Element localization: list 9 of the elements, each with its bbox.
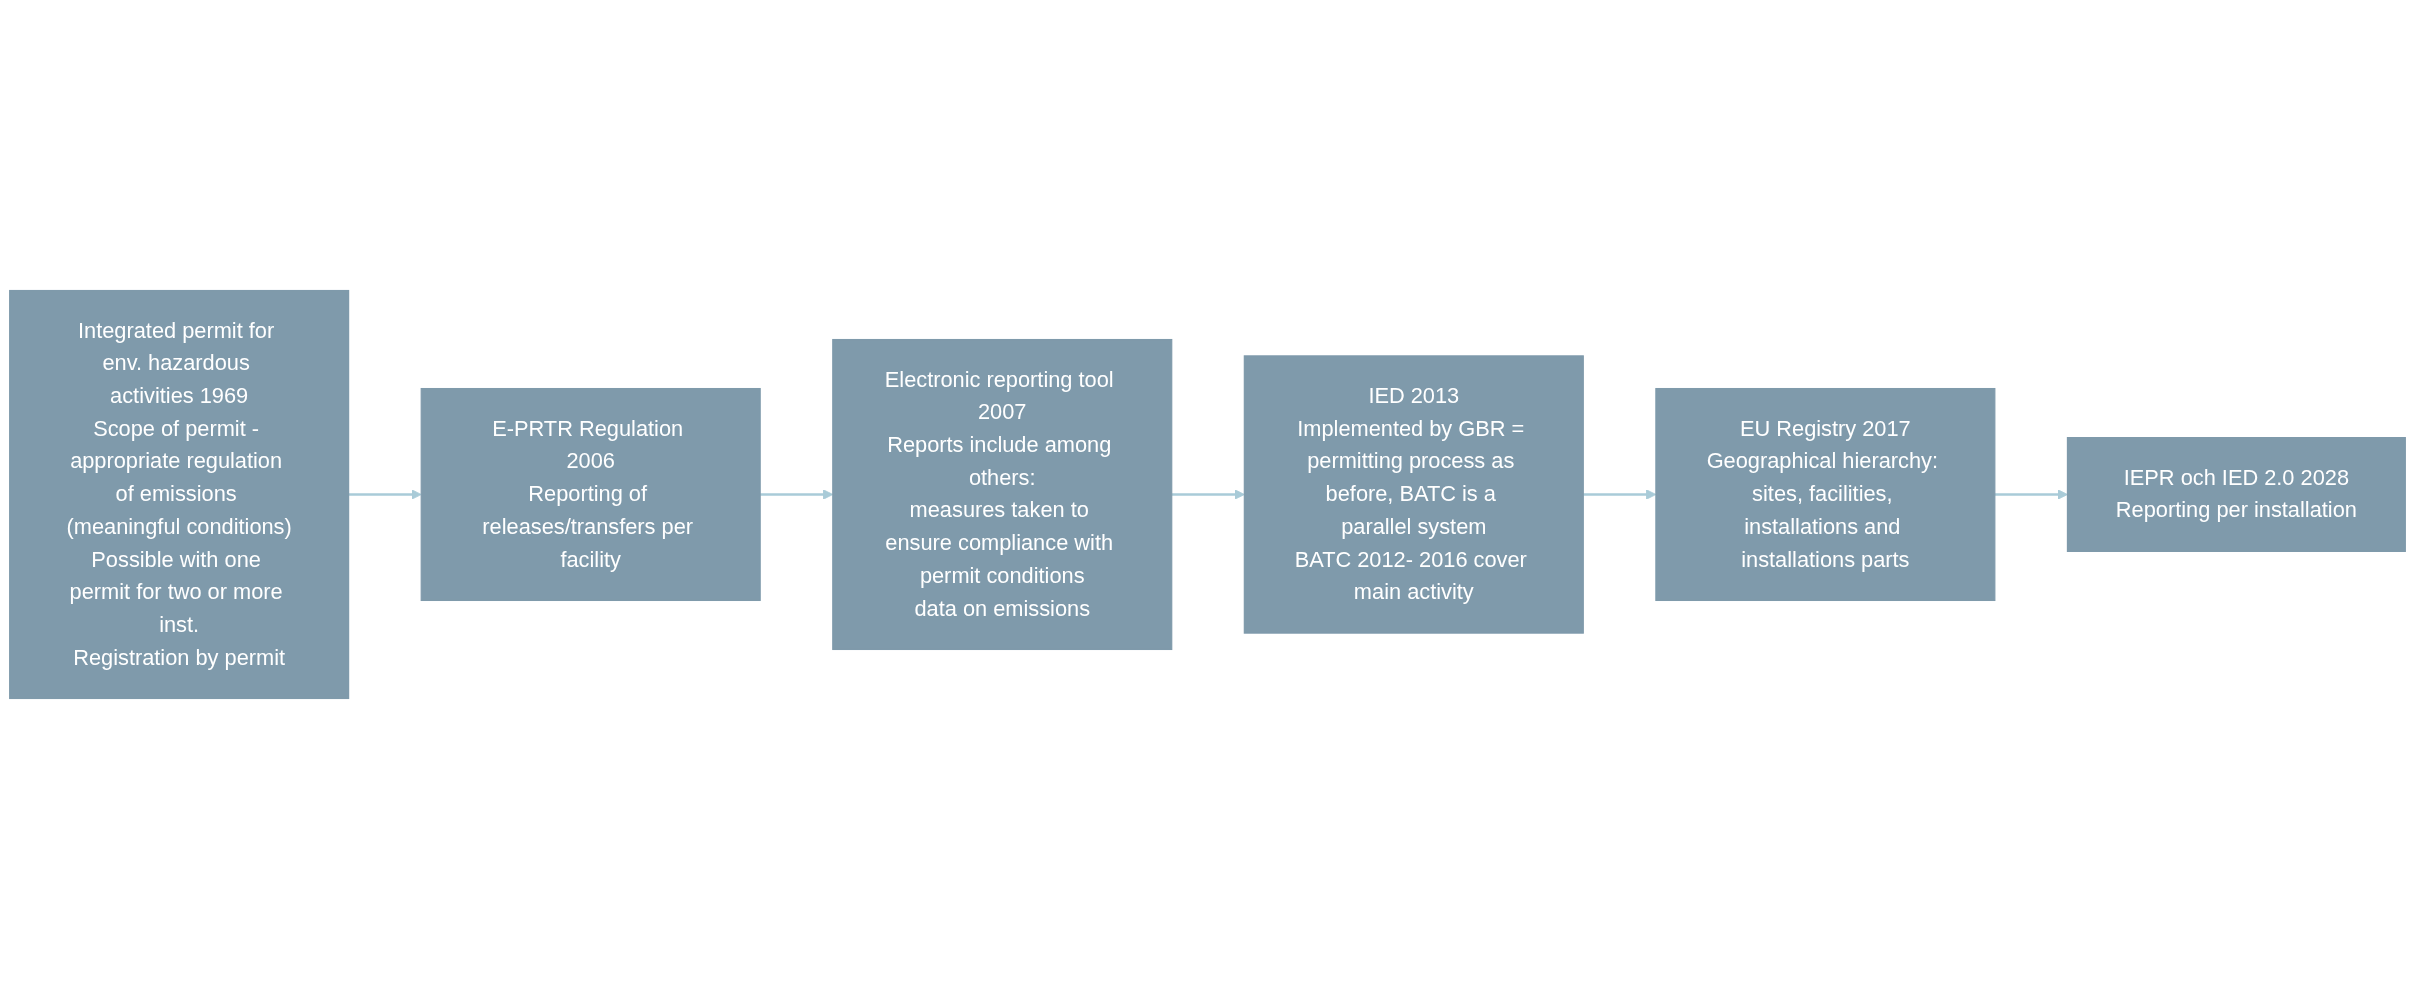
arrow <box>1171 489 1245 500</box>
node-box: IED 2013 Implemented by GBR = permitting process as before, BATC is a parallel system BATC 2012- 2016 cover main activity <box>1243 355 1584 634</box>
node-box: Electronic reporting tool 2007 Reports include among others: measures taken to ensure compliance with permit conditions data on emissions <box>832 338 1173 651</box>
node-box: E-PRTR Regulation 2006 Reporting of releases/transfers per facility <box>420 388 761 601</box>
arrow <box>1994 489 2068 500</box>
arrow <box>348 489 422 500</box>
node-box: IEPR och IED 2.0 2028 Reporting per installation <box>2066 437 2406 552</box>
node-box: EU Registry 2017 Geographical hierarchy: sites, facilities, installations and installations parts <box>1655 388 1996 601</box>
node-box: Integrated permit for env. hazardous activities 1969 Scope of permit - appropriate regulation of emissions (meaningful conditions) Possible with one permit for two or more inst. Registration by permit <box>9 289 350 700</box>
